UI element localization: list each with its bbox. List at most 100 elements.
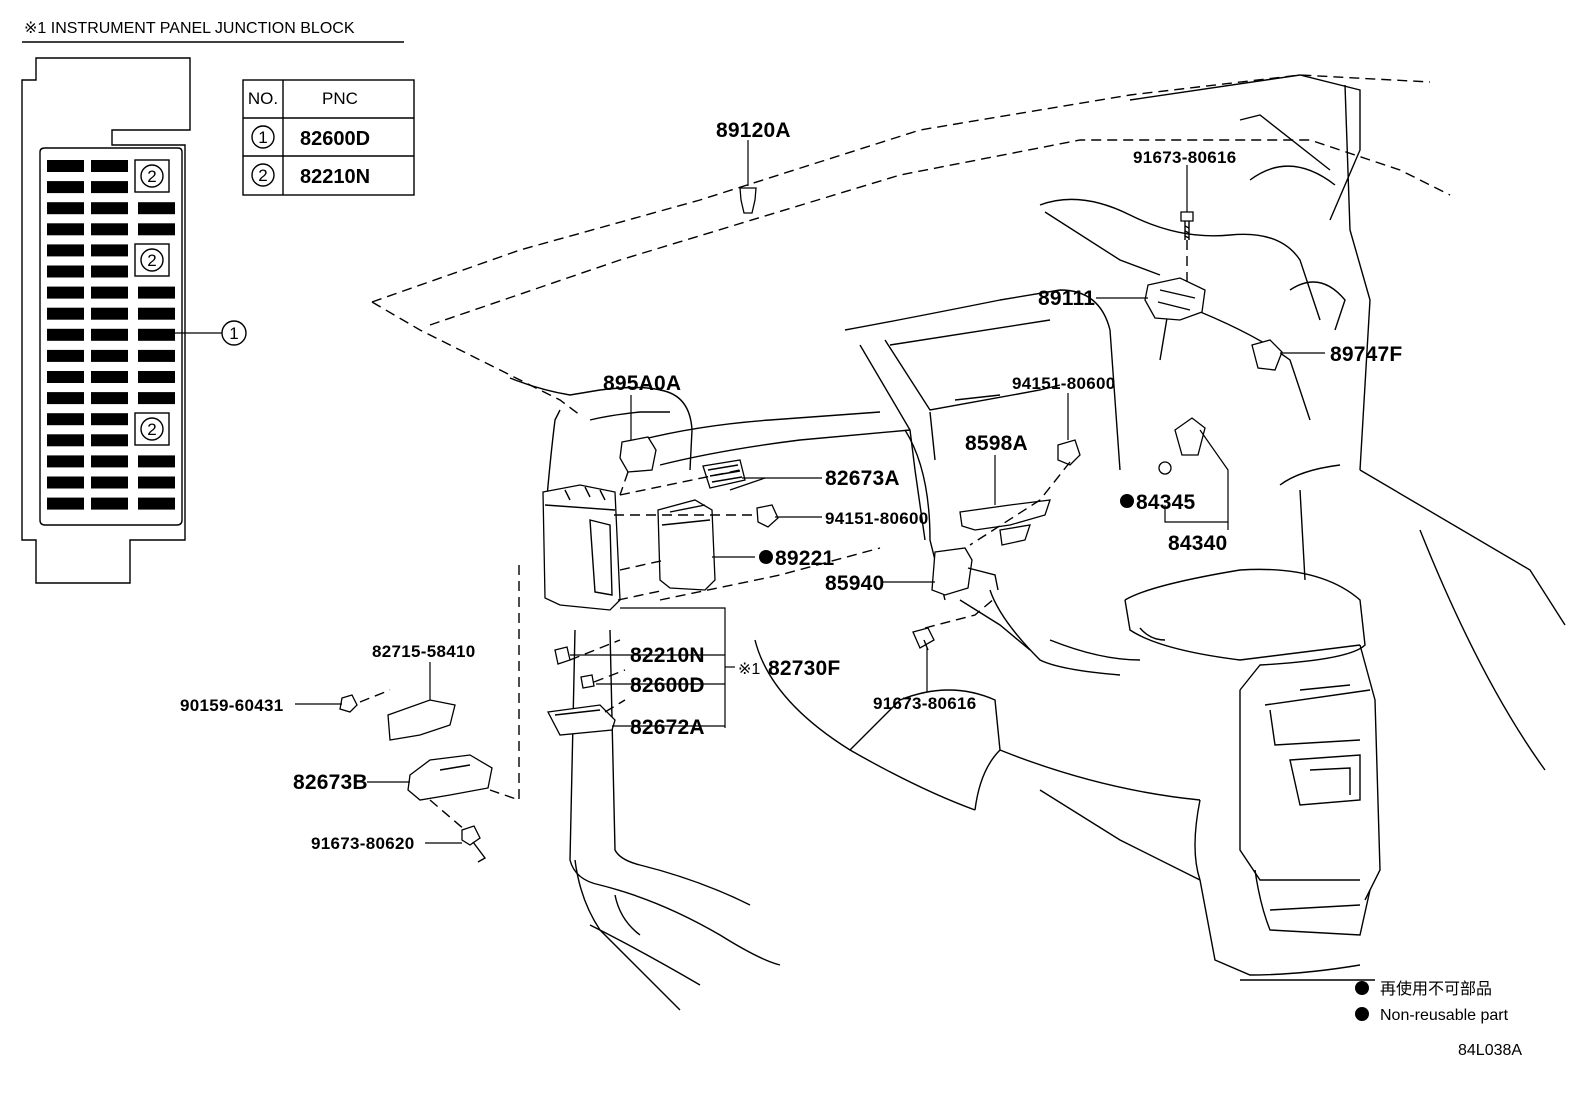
fuse-slot <box>47 160 84 172</box>
part-89120a-shape <box>739 187 757 214</box>
fuse-slot <box>47 202 84 215</box>
part-labels: 89120A 91673-80616 89111 89747F 94151-80… <box>180 119 1402 853</box>
callout-circle-1 <box>221 320 247 346</box>
label-82730f-mark: ※1 <box>738 661 760 678</box>
fuse-slot <box>91 181 128 194</box>
fuse-slot <box>47 328 84 341</box>
callout-box-2a: 2 <box>134 159 170 193</box>
fuse-slot <box>47 371 84 383</box>
assembly-lines <box>359 240 1188 831</box>
label-82673a: 82673A <box>825 467 900 490</box>
fuse-slot <box>47 413 84 426</box>
fuse-slot <box>47 392 84 405</box>
label-91673-80616-top: 91673-80616 <box>1133 148 1237 167</box>
fuse-slot <box>138 476 175 489</box>
label-91673-80616-bottom: 91673-80616 <box>873 694 977 713</box>
label-84340: 84340 <box>1168 532 1227 555</box>
callout-label: 2 <box>147 251 156 270</box>
fuse-slot <box>47 497 84 510</box>
label-82673b: 82673B <box>293 771 368 794</box>
fuse-slot <box>47 223 84 236</box>
label-82600d: 82600D <box>630 674 705 697</box>
fuse-slot <box>47 434 84 447</box>
fuse-slot <box>91 244 128 257</box>
label-82730f: 82730F <box>768 657 840 680</box>
label-94151-80600-mid: 94151-80600 <box>825 509 929 528</box>
fuse-slot <box>47 286 84 299</box>
junction-block-title: ※1 INSTRUMENT PANEL JUNCTION BLOCK <box>24 20 355 37</box>
fuse-slot <box>47 476 84 489</box>
fuse-slot <box>138 455 175 468</box>
label-89120a: 89120A <box>716 119 791 142</box>
fuse-slot <box>91 392 128 405</box>
fuse-slot <box>138 328 175 341</box>
label-89747f: 89747F <box>1330 343 1402 366</box>
legend-en-text: Non-reusable part <box>1380 1007 1509 1024</box>
fuse-slot <box>91 223 128 236</box>
vehicle-body-outline <box>371 74 1566 1011</box>
label-91673-80620: 91673-80620 <box>311 834 415 853</box>
figure-code: 84L038A <box>1458 1042 1522 1059</box>
label-89111: 89111 <box>1038 287 1095 310</box>
fuse-slot <box>138 392 175 405</box>
fuse-slot <box>91 476 128 489</box>
callout-label: 2 <box>147 420 156 439</box>
fuse-slot <box>47 181 84 194</box>
fuse-slot <box>138 202 175 215</box>
label-895a0a: 895A0A <box>603 372 681 395</box>
fuse-slot <box>47 307 84 320</box>
table-row-no: 2 <box>258 166 267 185</box>
fuse-grid <box>47 160 175 510</box>
label-82672a: 82672A <box>630 716 705 739</box>
table-row-pnc: 82210N <box>300 166 370 188</box>
fuse-slot <box>138 223 175 236</box>
legend: 再使用不可部品 Non-reusable part <box>1355 980 1509 1024</box>
pnc-table: NO. PNC 1 82600D 2 82210N <box>242 79 415 196</box>
label-8598a: 8598A <box>965 432 1028 455</box>
label-90159-60431: 90159-60431 <box>180 696 284 715</box>
fuse-slot <box>91 349 128 362</box>
fuse-slot <box>47 244 84 257</box>
fuse-slot <box>91 455 128 468</box>
callout-main-label: 1 <box>229 324 238 343</box>
fuse-slot <box>138 497 175 510</box>
fuse-slot <box>91 265 128 278</box>
label-82210n: 82210N <box>630 644 705 667</box>
fuse-slot <box>138 286 175 299</box>
table-row-pnc: 82600D <box>300 128 370 150</box>
leader-lines <box>295 140 1325 844</box>
label-82715-58410: 82715-58410 <box>372 642 476 661</box>
table-row-no: 1 <box>258 128 267 147</box>
fuse-slot <box>91 413 128 426</box>
fuse-slot <box>91 286 128 299</box>
callout-box-2c: 2 <box>134 412 170 446</box>
non-reusable-dot <box>1120 494 1134 508</box>
label-94151-80600-right: 94151-80600 <box>1012 374 1116 393</box>
fuse-slot <box>138 371 175 383</box>
fuse-slot <box>47 455 84 468</box>
fuse-slot <box>91 371 128 383</box>
fuse-slot <box>91 202 128 215</box>
legend-dot <box>1355 981 1369 995</box>
label-85940: 85940 <box>825 572 884 595</box>
label-84345: 84345 <box>1136 491 1196 514</box>
fuse-slot <box>91 497 128 510</box>
fuse-slot <box>91 328 128 341</box>
junction-block-drawing: 2 2 2 1 <box>21 57 247 584</box>
fuse-slot <box>138 349 175 362</box>
callout-box-2b: 2 <box>134 243 170 277</box>
fuse-slot <box>91 434 128 447</box>
fuse-slot <box>47 349 84 362</box>
legend-jp-text: 再使用不可部品 <box>1380 980 1492 998</box>
legend-dot <box>1355 1007 1369 1021</box>
table-header-no: NO. <box>248 89 278 108</box>
fuse-slot <box>91 307 128 320</box>
label-89221: 89221 <box>775 547 835 570</box>
fuse-slot <box>138 307 175 320</box>
fuse-slot <box>47 265 84 278</box>
callout-label: 2 <box>147 167 156 186</box>
table-header-pnc: PNC <box>322 89 358 108</box>
non-reusable-dot <box>759 550 773 564</box>
